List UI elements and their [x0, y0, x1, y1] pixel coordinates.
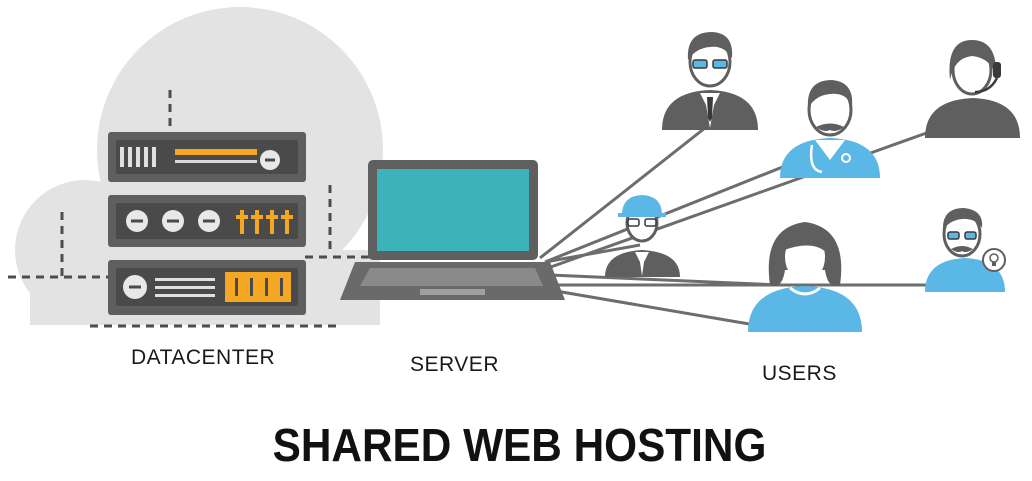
connection-lines — [539, 126, 936, 327]
server-label: SERVER — [410, 353, 499, 376]
datacenter-label: DATACENTER — [131, 346, 276, 369]
diagram-title: SHARED WEB HOSTING — [272, 419, 767, 471]
doctor-icon — [780, 80, 880, 178]
dashed-connectors — [8, 90, 370, 328]
users-label: USERS — [762, 362, 837, 385]
woman-icon — [748, 222, 862, 332]
engineer-icon — [605, 195, 680, 277]
laptop-icon — [340, 160, 565, 300]
support-agent-icon — [925, 40, 1020, 138]
idea-man-icon — [925, 208, 1006, 292]
server-rack-icon — [108, 132, 306, 315]
businessman-icon — [662, 32, 758, 130]
